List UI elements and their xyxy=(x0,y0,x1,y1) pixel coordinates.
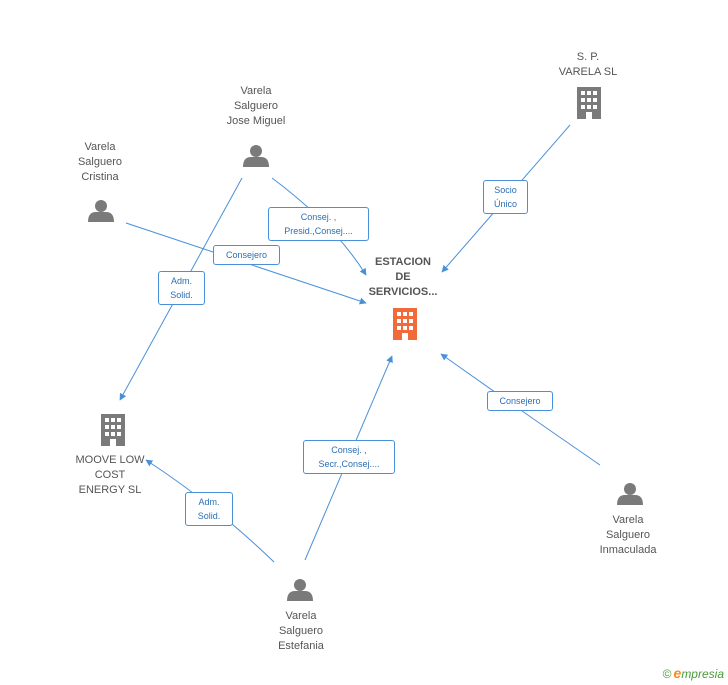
person-icon[interactable] xyxy=(287,579,313,601)
brand-initial: e xyxy=(673,665,682,681)
brand-name: mpresia xyxy=(681,667,724,681)
edge-label-cristina-center[interactable]: Consejero xyxy=(213,245,280,265)
edge-label-estefania-center[interactable]: Consej. , Secr.,Consej.... xyxy=(303,440,395,474)
person-icon[interactable] xyxy=(617,483,643,505)
edge-label-inmaculada-center[interactable]: Consejero xyxy=(487,391,553,411)
node-center[interactable]: ESTACION DE SERVICIOS... xyxy=(368,256,438,298)
edge-label-jose-center[interactable]: Consej. , Presid.,Consej.... xyxy=(268,207,369,241)
person-icon[interactable] xyxy=(88,200,114,222)
node-inmaculada[interactable]: Varela Salguero Inmaculada xyxy=(599,514,657,556)
node-cristina[interactable]: Varela Salguero Cristina xyxy=(77,141,123,183)
building-icon[interactable] xyxy=(577,87,601,119)
building-icon[interactable] xyxy=(393,308,417,340)
building-icon[interactable] xyxy=(101,414,125,446)
node-jose-miguel[interactable]: Varela Salguero Jose Miguel xyxy=(226,85,286,127)
copyright-symbol: © xyxy=(662,667,672,681)
node-moove[interactable]: MOOVE LOW COST ENERGY SL xyxy=(75,454,145,496)
node-sp-varela[interactable]: S. P. VARELA SL xyxy=(558,51,618,78)
node-estefania[interactable]: Varela Salguero Estefania xyxy=(278,610,324,652)
empresia-watermark[interactable]: ©empresia xyxy=(663,665,724,681)
edge-label-estefania-moove[interactable]: Adm. Solid. xyxy=(185,492,233,526)
edge-label-sp-center[interactable]: Socio Único xyxy=(483,180,528,214)
person-icon[interactable] xyxy=(243,145,269,167)
edge-label-jose-moove[interactable]: Adm. Solid. xyxy=(158,271,205,305)
